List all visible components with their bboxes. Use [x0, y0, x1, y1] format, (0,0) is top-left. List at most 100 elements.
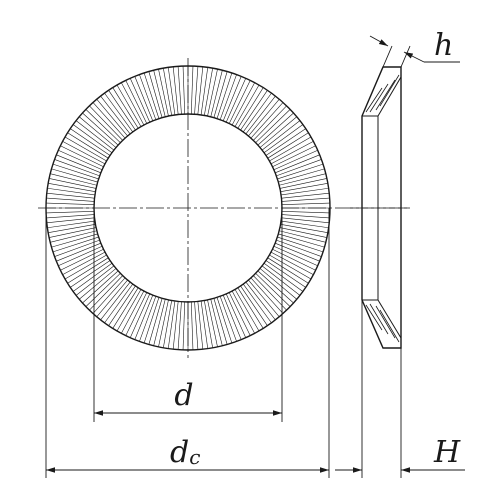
serration-line [255, 109, 291, 143]
serration-line [182, 301, 186, 350]
serration-line [89, 275, 123, 311]
serration-line [125, 292, 148, 336]
serration-line [240, 285, 268, 326]
serration-line [250, 102, 284, 139]
serration-line [134, 295, 154, 340]
serration-line [158, 299, 169, 347]
serration-line [270, 141, 314, 165]
serration-line [92, 277, 126, 314]
serration-line [143, 72, 160, 119]
serration-line [257, 112, 294, 146]
serration-line [273, 149, 318, 171]
serration-line [253, 105, 287, 141]
serration-line [265, 260, 306, 288]
serration-line [46, 192, 95, 199]
serration-line [50, 230, 97, 243]
serration-line [75, 265, 115, 296]
serration-line [194, 301, 199, 350]
serration-line [125, 80, 148, 124]
serration-line [216, 297, 233, 344]
serration-line [79, 268, 117, 300]
serration-line [172, 66, 179, 115]
label-dc-subscript: c [189, 445, 200, 469]
serration-line [70, 128, 111, 156]
serration-line [153, 70, 166, 117]
serration-line [269, 136, 312, 162]
serration-line [210, 70, 223, 117]
serration-line [96, 279, 128, 317]
serration-line [234, 289, 260, 332]
serration-line [200, 301, 209, 349]
serration-line [213, 298, 228, 345]
serration-line [85, 109, 121, 143]
serration-line [204, 68, 213, 116]
serration-line [272, 145, 316, 168]
serration-line [116, 84, 142, 127]
serration-line [276, 159, 322, 177]
serration-line [54, 159, 100, 177]
serration-line [100, 281, 131, 321]
serration-line [46, 214, 95, 219]
serration-line [279, 227, 327, 238]
serration-line [116, 289, 142, 332]
serration-line [148, 298, 163, 345]
serration-line [48, 183, 96, 192]
serration-line [240, 90, 268, 131]
serration-line [261, 265, 301, 296]
serration-line [243, 92, 272, 133]
serration-line [222, 76, 242, 121]
front-view [38, 58, 410, 358]
serration-line [89, 105, 123, 141]
serration-line [248, 99, 280, 137]
serration-line [210, 299, 223, 346]
extension-line-h-2 [400, 45, 411, 68]
serration-line [261, 120, 301, 151]
serration-line [270, 251, 314, 275]
serration-line [278, 168, 325, 183]
dimension-overall-height: H [335, 300, 465, 478]
serration-line [234, 84, 260, 127]
serration-line [58, 245, 103, 267]
serration-line [72, 263, 113, 292]
serration-line [190, 66, 194, 115]
serration-line [276, 239, 322, 257]
serration-line [143, 297, 160, 344]
serration-line [263, 124, 304, 153]
serration-line [82, 112, 119, 146]
serration-line [134, 76, 154, 121]
label-dc-base: d [170, 435, 189, 470]
serration-line [48, 224, 96, 233]
side-profile-upper-chamfer [377, 76, 402, 117]
serration-line [46, 197, 95, 202]
serration-line [96, 99, 128, 137]
serration-line [245, 281, 276, 321]
serration-line [275, 154, 320, 174]
serration-line [104, 92, 133, 133]
serration-line [281, 187, 329, 196]
serration-line [265, 128, 306, 156]
serration-line [47, 187, 95, 196]
serration-line [46, 217, 95, 224]
serration-line [237, 87, 264, 129]
dimension-line-h-upper [369, 35, 389, 47]
extension-line-h [382, 45, 393, 68]
label-d: d [174, 378, 193, 413]
label-h: h [434, 28, 453, 63]
serration-line [54, 239, 100, 257]
serration-line [177, 66, 182, 115]
serration-line [167, 67, 176, 115]
serration-line [216, 72, 233, 119]
serration-line [277, 236, 324, 253]
serration-line [267, 257, 309, 284]
serration-line [182, 66, 186, 115]
serration-line [62, 141, 106, 165]
serration-line [52, 163, 99, 180]
serration-line [272, 248, 316, 271]
serration-line [219, 296, 237, 342]
serration-line [64, 254, 107, 280]
serration-line [250, 277, 284, 314]
serration-line [51, 233, 98, 248]
serration-line [219, 74, 237, 120]
serration-line [225, 293, 247, 338]
serration-line [72, 124, 113, 153]
